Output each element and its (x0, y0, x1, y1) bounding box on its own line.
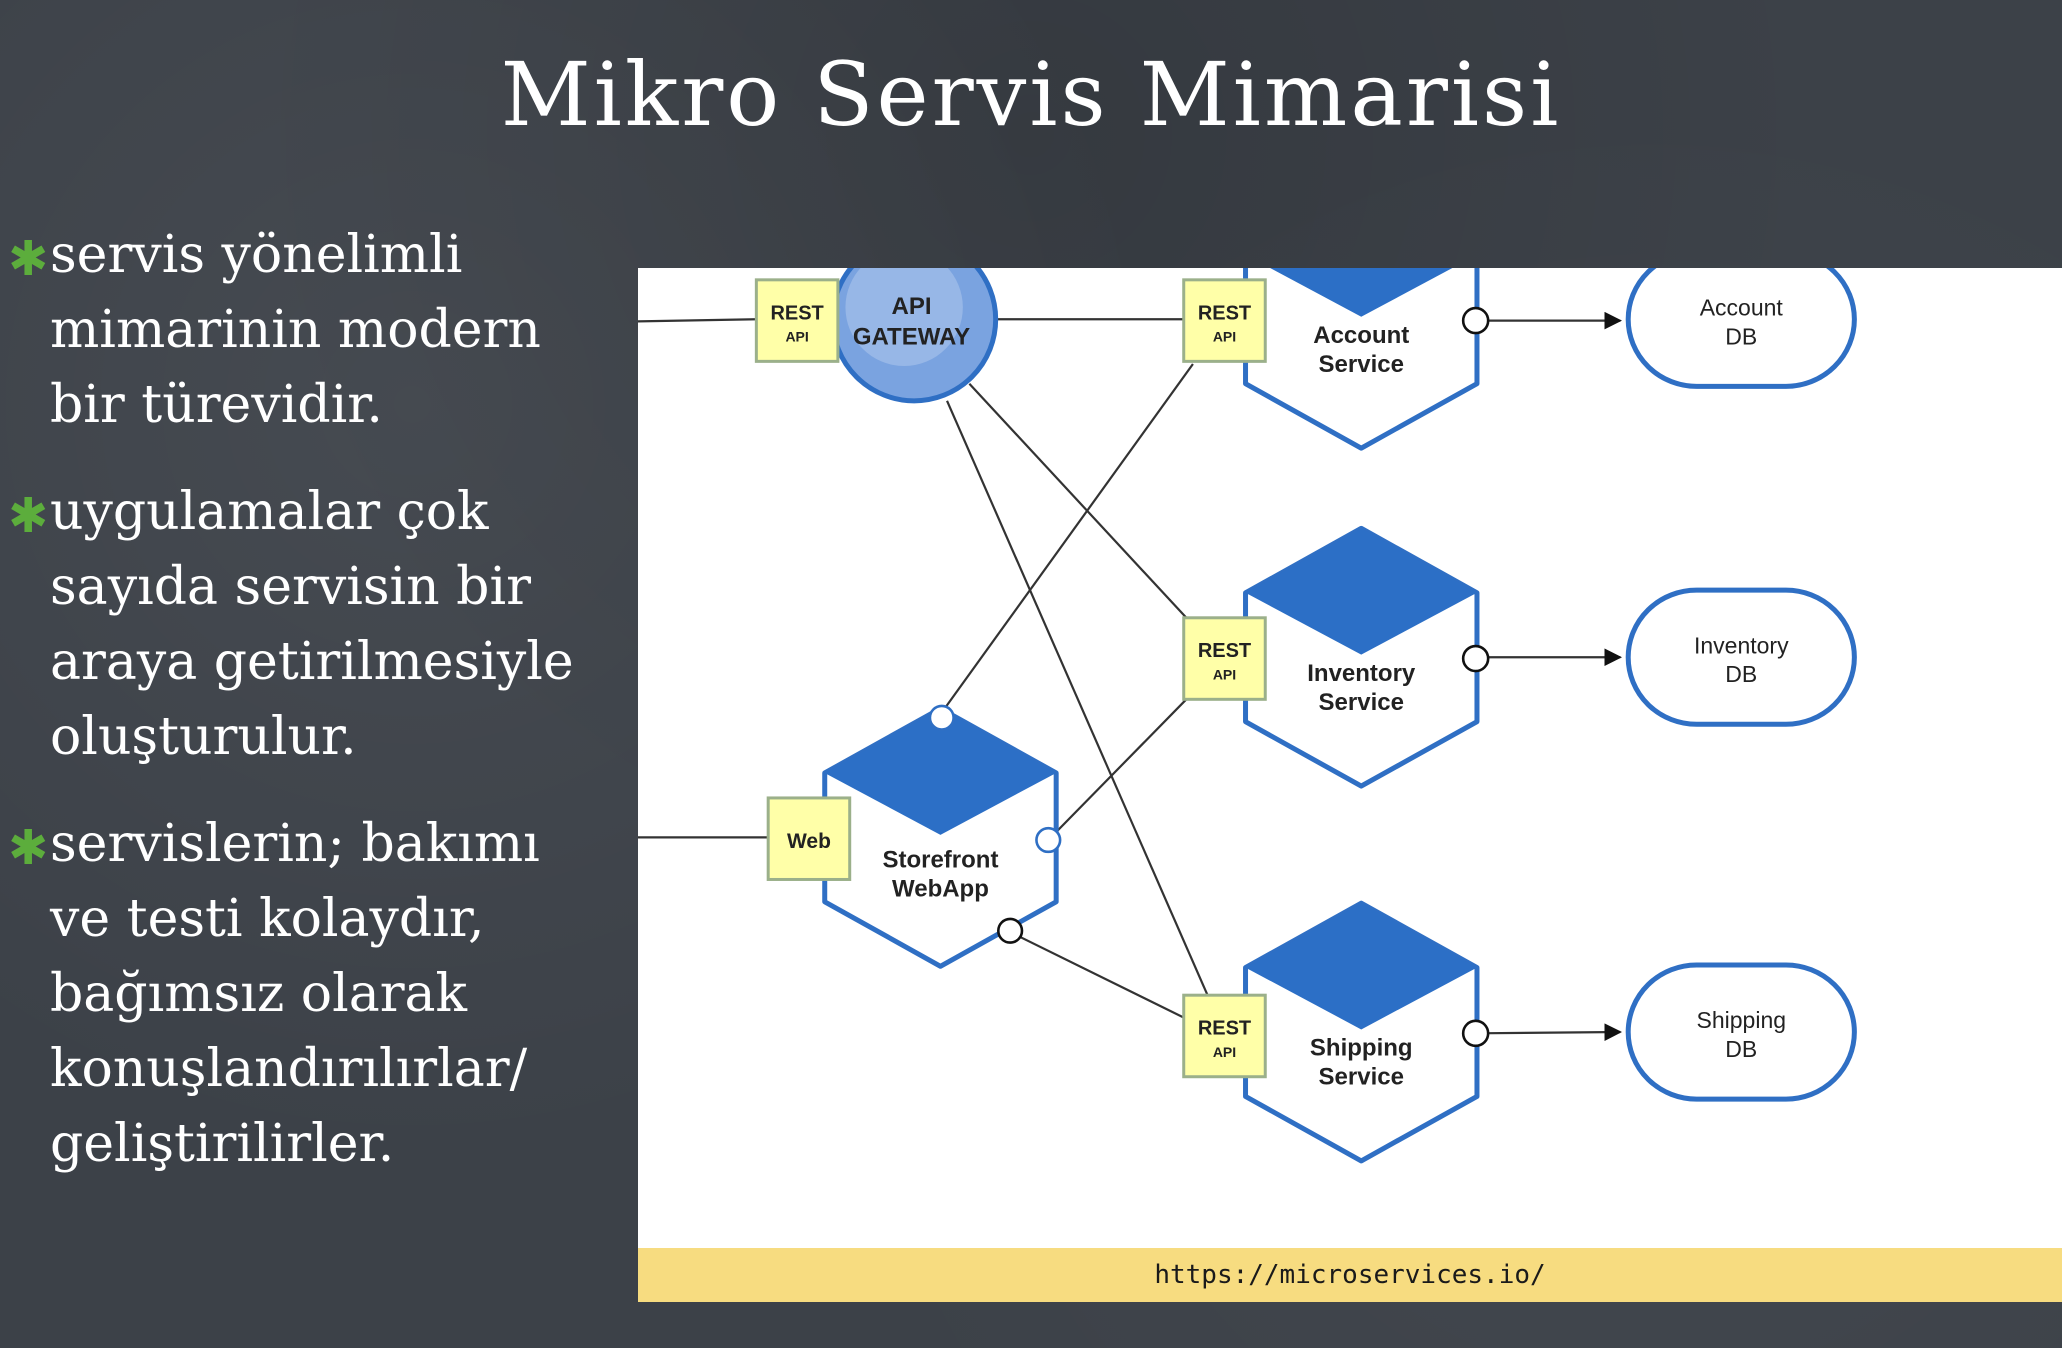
storefront-top-port (928, 704, 955, 731)
account-rest-api-label-rest: REST (1198, 302, 1251, 324)
shipping-rest-api-label-rest: REST (1198, 1018, 1251, 1040)
shipping-rest-api: REST API (1182, 993, 1267, 1079)
shipping-service-label-line1: Shipping (1310, 1035, 1413, 1062)
storefront-bottom-port (997, 917, 1024, 944)
storefront-label-line1: Storefront (882, 847, 998, 874)
inventory-rest-api-box (1182, 616, 1267, 701)
bullet-star-icon: ✱ (8, 820, 49, 876)
shipping-service-node-cap (1245, 903, 1477, 1030)
bullet-star-icon: ✱ (8, 488, 49, 544)
gateway-rest-api-label-rest: REST (770, 302, 823, 324)
shipping-rest-api-box (1182, 993, 1267, 1079)
account-port-circle (1461, 306, 1490, 335)
gateway-to-inventory-line (968, 382, 1188, 619)
shipping-db-label-line2: DB (1725, 1036, 1757, 1062)
storefront-web-interface: Web (766, 796, 852, 881)
shipping-rest-api-label-api: API (1213, 1044, 1236, 1060)
api-gateway-label-api: API (892, 293, 932, 320)
account-db-label-line2: DB (1725, 323, 1757, 349)
storefront-right-port (1035, 826, 1062, 854)
shipping-to-db-arrow (1476, 1023, 1623, 1041)
mobile-to-gateway-line (638, 318, 757, 323)
source-url-bar[interactable]: https://microservices.io/ (638, 1248, 2062, 1302)
account-rest-api-label-api: API (1213, 329, 1236, 345)
account-service-label-line1: Account (1313, 322, 1409, 349)
shipping-service-label-line2: Service (1319, 1064, 1404, 1091)
inventory-port-circle (1461, 644, 1490, 673)
bullet-list: ✱ servis yönelimli mimarinin modern bir … (8, 218, 598, 1214)
bullet-text: servislerin; bakımı ve testi kolaydır, b… (50, 814, 540, 1174)
bullet-text: uygulamalar çok sayıda servisin bir aray… (50, 482, 574, 767)
api-gateway-label-gateway: GATEWAY (853, 323, 970, 350)
bullet-text: servis yönelimli mimarinin modern bir tü… (50, 225, 541, 435)
gateway-to-shipping-line (946, 400, 1210, 999)
inventory-rest-api-label-rest: REST (1198, 640, 1251, 662)
web-label: Web (787, 830, 831, 853)
slide-title: Mikro Servis Mimarisi (500, 43, 1562, 146)
api-gateway-node: API GATEWAY (830, 268, 999, 404)
api-gateway-node-shine (845, 268, 963, 366)
storefront-to-inventory-line (1050, 698, 1188, 839)
gateway-rest-api: REST API (754, 278, 840, 363)
account-rest-api-box (1182, 278, 1267, 363)
account-db-pill (1625, 268, 1857, 389)
bullet-star-icon: ✱ (8, 231, 49, 287)
gateway-rest-api-box (754, 278, 840, 363)
storefront-to-account-line (940, 363, 1194, 714)
shipping-port-circle (1461, 1019, 1490, 1048)
inventory-service-label-line1: Inventory (1307, 660, 1416, 687)
architecture-diagram: Mobile appBrowserAPIGATEWAYAccountServic… (638, 268, 2062, 1302)
inventory-db-label-line1: Inventory (1694, 632, 1789, 658)
account-service-node-cap (1270, 268, 1453, 317)
architecture-diagram-svg: Mobile appBrowserAPIGATEWAYAccountServic… (638, 268, 1857, 1164)
inventory-db-pill (1625, 587, 1857, 727)
shipping-db-label-line1: Shipping (1697, 1007, 1787, 1033)
bullet-item: ✱ servislerin; bakımı ve testi kolaydır,… (8, 807, 598, 1182)
inventory-rest-api-label-api: API (1213, 667, 1236, 683)
connector-lines (638, 311, 1623, 1041)
account-rest-api: REST API (1182, 278, 1267, 363)
account-service-node-hexagon (1243, 268, 1480, 451)
inventory-rest-api: REST API (1182, 616, 1267, 701)
bullet-item: ✱ servis yönelimli mimarinin modern bir … (8, 218, 598, 443)
shipping-db-pill (1625, 962, 1857, 1102)
inventory-service-label-line2: Service (1319, 689, 1404, 716)
gateway-rest-api-label-api: API (785, 329, 808, 345)
web-box (766, 796, 852, 881)
inventory-service-node-cap (1245, 528, 1477, 655)
bullet-item: ✱ uygulamalar çok sayıda servisin bir ar… (8, 475, 598, 775)
storefront-webapp-node-cap (824, 708, 1057, 835)
inventory-db-label-line2: DB (1725, 661, 1757, 687)
storefront-label-line2: WebApp (892, 876, 989, 903)
storefront-to-shipping-line (1009, 931, 1187, 1020)
account-db-label-line1: Account (1700, 294, 1784, 320)
account-service-label-line2: Service (1319, 351, 1404, 378)
